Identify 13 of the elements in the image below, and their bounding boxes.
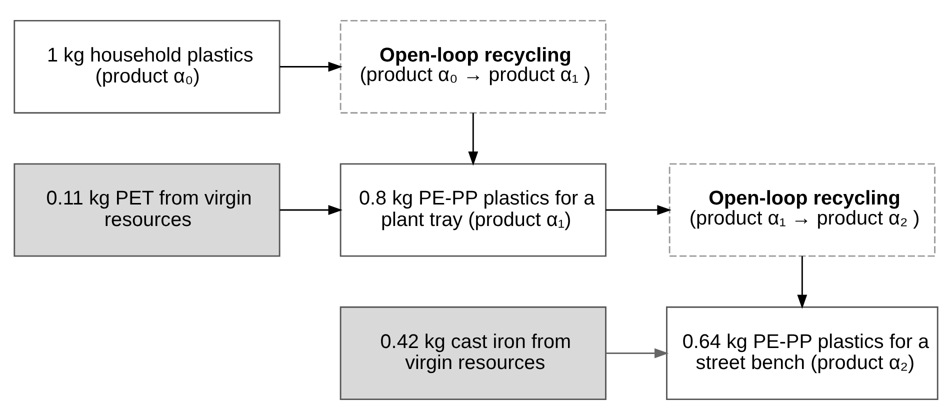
node-box: Open-loop recycling (product α₁ → product α₂ ) [668, 162, 936, 256]
arrow [797, 256, 808, 308]
node-box: Open-loop recycling (product α₀ → product α₁ ) [340, 19, 606, 114]
arrow [280, 61, 342, 72]
node-box: 0.11 kg PET from virgin resources [14, 162, 280, 256]
arrow [606, 348, 669, 358]
arrow [468, 112, 478, 166]
arrow [280, 204, 342, 214]
node-box: 0.8 kg PE-PP plastics for a plant tray (product α₁) [340, 162, 606, 256]
node-box: 0.42 kg cast iron from virgin resources [340, 306, 606, 400]
node-box: 0.64 kg PE-PP plastics for a street bench (product α₂) [666, 306, 938, 400]
node-box: 1 kg household plastics (product α₀) [14, 19, 280, 114]
arrow [606, 204, 672, 214]
